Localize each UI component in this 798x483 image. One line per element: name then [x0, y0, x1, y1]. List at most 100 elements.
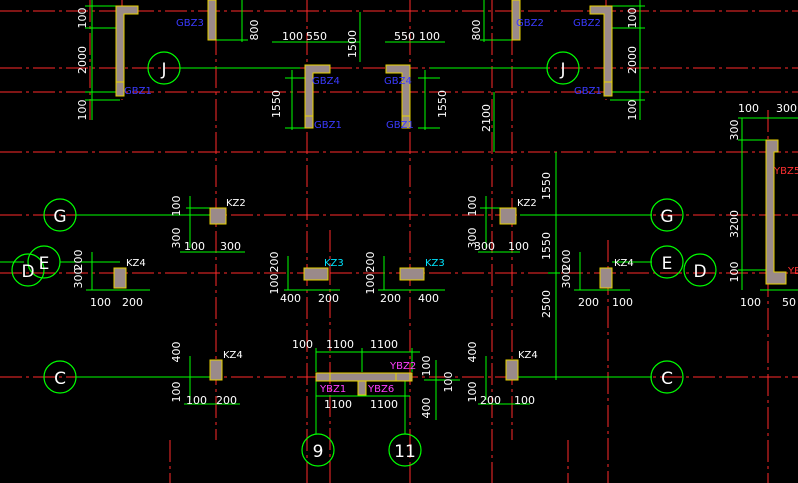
label-gbz2-right: GBZ2 — [573, 18, 601, 29]
grid-label-9: 9 — [313, 442, 324, 462]
dim-text: 100 — [282, 30, 303, 43]
grid-bubble-labels: J J G G E E D D C C 9 11 — [21, 60, 706, 462]
column-kz3-right — [399, 267, 425, 281]
dim-text: 300 — [776, 102, 797, 115]
label-kz3-right: KZ3 — [425, 258, 445, 269]
dim-text: 300 — [474, 240, 495, 253]
wall-gbz3 — [207, 0, 217, 41]
column-ybz2 — [395, 372, 411, 382]
dim-text: 1100 — [326, 338, 354, 351]
grid-label-d-left: D — [21, 262, 34, 282]
dim-text: 3200 — [728, 210, 741, 238]
grid-label-j-left: J — [160, 60, 166, 80]
dim-text: 800 — [470, 20, 483, 41]
label-gbz1-center-right: GBZ1 — [386, 120, 414, 131]
dim-text: 100 — [728, 262, 741, 283]
dim-text: 200 — [480, 394, 501, 407]
dim-text: 300 — [170, 228, 183, 249]
dimension-lines — [0, 0, 798, 434]
dim-text: 50 — [782, 296, 796, 309]
dim-text: 1550 — [270, 90, 283, 118]
label-gbz3: GBZ3 — [176, 18, 204, 29]
dim-text: 400 — [280, 292, 301, 305]
dim-text: 550 — [306, 30, 327, 43]
label-gbz1-left: GBZ1 — [124, 86, 152, 97]
dim-text: 200 — [380, 292, 401, 305]
dim-text: 1500 — [346, 30, 359, 58]
dim-text: 1550 — [540, 232, 553, 260]
label-gbz4-right: GBZ4 — [384, 76, 412, 87]
grid-bubble-9 — [301, 433, 335, 467]
dim-text: 200 — [216, 394, 237, 407]
dim-text: 100 — [90, 296, 111, 309]
grid-bubble-d-left — [11, 253, 45, 287]
dim-text: 200 — [318, 292, 339, 305]
dim-text: 200 — [560, 250, 573, 271]
dim-text: 100 — [364, 274, 377, 295]
wall-ybz5 — [765, 139, 787, 285]
dim-text: 100 — [466, 382, 479, 403]
dim-text: 300 — [728, 120, 741, 141]
dim-text: 100 — [76, 8, 89, 29]
dim-text: 100 — [184, 240, 205, 253]
dim-text: 2000 — [626, 46, 639, 74]
dim-text: 100 — [268, 274, 281, 295]
dim-text: 100 — [514, 394, 535, 407]
dim-text: 100 — [626, 8, 639, 29]
grid-bubble-g-right — [650, 198, 684, 232]
dim-text: 200 — [578, 296, 599, 309]
column-gbz1-center-left — [304, 115, 314, 129]
grid-bubble-d-right — [683, 253, 717, 287]
label-ybz5: YBZ5 — [773, 166, 798, 177]
column-gbz1-right — [603, 81, 613, 97]
dim-text: 1100 — [370, 398, 398, 411]
column-kz4-bottom-right — [505, 359, 519, 381]
grid-label-c-left: C — [54, 369, 66, 389]
grid-bubble-c-left — [43, 360, 77, 394]
dim-text: 100 — [740, 296, 761, 309]
dim-text: 100 — [508, 240, 529, 253]
label-kz4-left: KZ4 — [126, 258, 146, 269]
column-gbz1-left — [115, 81, 125, 97]
label-gbz1-right: GBZ1 — [574, 86, 602, 97]
grid-label-e-left: E — [39, 254, 50, 274]
dim-text: 100 — [738, 102, 759, 115]
column-kz2-right — [499, 207, 517, 225]
grid-bubble-g-left — [43, 198, 77, 232]
label-kz2-left: KZ2 — [226, 198, 246, 209]
column-ybz6 — [357, 380, 367, 396]
label-kz4-right: KZ4 — [614, 258, 634, 269]
dim-text: 1550 — [436, 90, 449, 118]
dim-text: 300 — [466, 228, 479, 249]
dim-text: 200 — [122, 296, 143, 309]
grid-bubble-j-right — [546, 51, 580, 85]
label-ybz1: YBZ1 — [319, 384, 346, 395]
dim-text: 400 — [418, 292, 439, 305]
label-gbz2: GBZ2 — [516, 18, 544, 29]
grid-bubbles — [11, 51, 717, 467]
label-ybz2: YBZ2 — [389, 361, 416, 372]
dim-text: 2100 — [480, 104, 493, 132]
dim-text: 400 — [170, 342, 183, 363]
column-kz4-bottom-left — [209, 359, 223, 381]
grid-label-j-right: J — [559, 60, 565, 80]
column-gbz1-center-right — [401, 115, 411, 129]
column-kz4-right — [599, 267, 613, 289]
structural-members — [113, 0, 787, 396]
dim-text: 100 — [420, 356, 433, 377]
grid-label-e-right: E — [662, 254, 673, 274]
dim-text: 300 — [560, 268, 573, 289]
grid-bubble-c-right — [650, 360, 684, 394]
wall-gbz2 — [511, 0, 521, 41]
dim-text: 100 — [442, 372, 455, 393]
grid-label-g-left: G — [53, 207, 66, 227]
label-kz4-bottom-right: KZ4 — [518, 350, 538, 361]
dim-text: 400 — [420, 398, 433, 419]
grid-bubble-e-left — [27, 245, 61, 279]
grid-label-11: 11 — [394, 442, 416, 462]
dim-text: 100 — [170, 382, 183, 403]
label-ybz6: YBZ6 — [367, 384, 394, 395]
dim-text: 100 — [612, 296, 633, 309]
dim-text: 200 — [72, 250, 85, 271]
